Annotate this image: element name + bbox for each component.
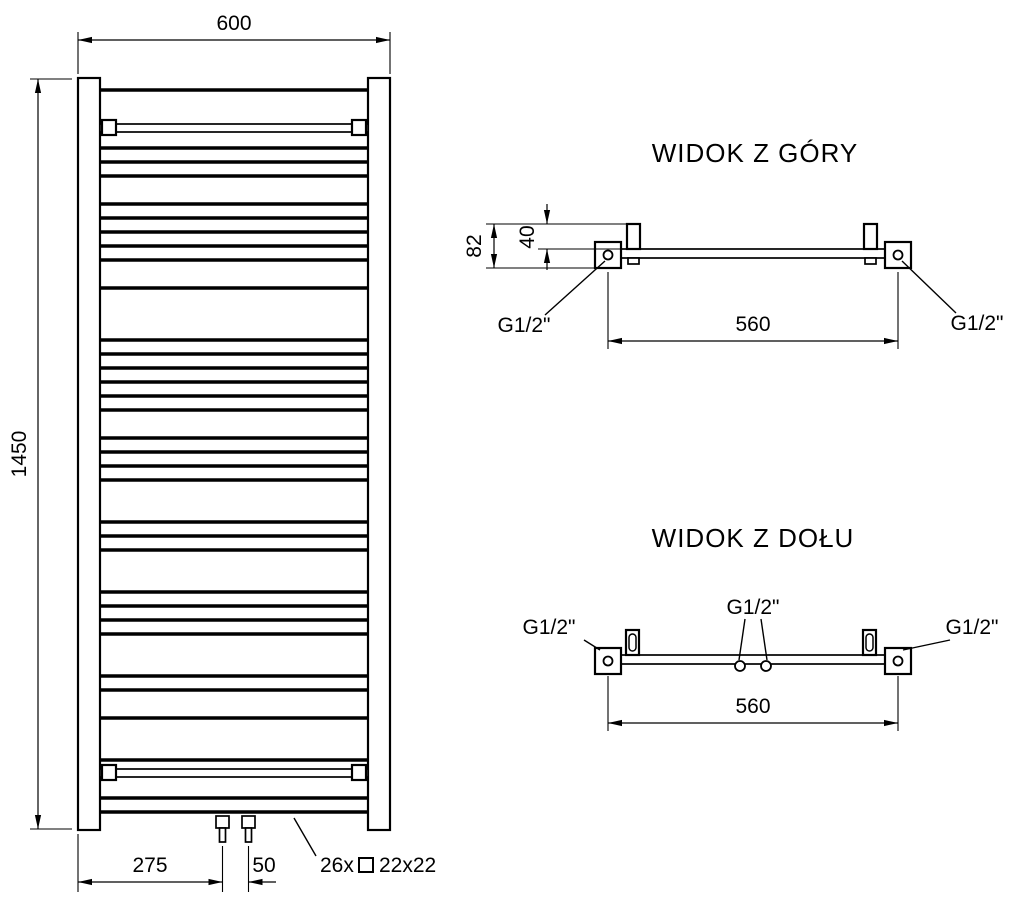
- width-dimension: 600: [77, 12, 391, 74]
- tube-count-label: 26x 22x22: [293, 817, 436, 877]
- bracket-bar: [99, 123, 369, 133]
- top-view: WIDOK Z GÓRY 82 40 G1/2": [463, 138, 1003, 349]
- total-depth-dimension: 82: [463, 223, 627, 269]
- stub-pipe-left: [218, 827, 227, 843]
- height-value: 1450: [8, 431, 31, 478]
- connection-hole-left: [602, 249, 614, 261]
- bracket-clip-left: [100, 763, 118, 782]
- pipe-spacing-dimension: 50: [247, 846, 276, 892]
- bracket-foot-left: [627, 257, 640, 265]
- top-view-title: WIDOK Z GÓRY: [652, 138, 859, 168]
- connection-spacing-value: 560: [735, 313, 770, 336]
- radiator-rungs: [99, 88, 369, 814]
- bottom-view: WIDOK Z DOŁU G1/2" G1/2" G1/2": [523, 523, 999, 731]
- width-value: 600: [216, 12, 251, 35]
- connection-hole-right: [892, 655, 904, 667]
- bottom-connection-stubs: [215, 815, 256, 843]
- connection-hole-left: [602, 655, 614, 667]
- height-dimension: 1450: [8, 78, 72, 830]
- top-mounting-bracket: [99, 118, 369, 137]
- top-view-body: [593, 222, 913, 270]
- tube-profile-value: 22x22: [379, 854, 436, 877]
- collector-right: [883, 646, 913, 676]
- left-rail: [76, 76, 102, 832]
- thread-value: G1/2": [523, 616, 576, 639]
- pipe-offset-value: 275: [132, 854, 167, 877]
- bracket-clip-left: [100, 118, 118, 137]
- stub-valve-right: [241, 815, 256, 829]
- pipe-spacing-value: 50: [252, 854, 275, 877]
- thread-value: G1/2": [727, 596, 780, 619]
- bracket-depth-value: 40: [516, 225, 539, 248]
- connection-hole-right: [892, 249, 904, 261]
- thread-value: G1/2": [951, 312, 1004, 335]
- bottom-mounting-bracket: [99, 763, 369, 782]
- thread-label-bottom-left: G1/2": [523, 616, 601, 651]
- bracket-slot-right: [865, 633, 874, 652]
- bottom-view-title: WIDOK Z DOŁU: [652, 523, 855, 553]
- total-depth-value: 82: [463, 234, 486, 257]
- thread-label-top-left: G1/2": [498, 260, 606, 337]
- stub-valve-left: [215, 815, 230, 829]
- wall-bracket-right: [862, 222, 879, 251]
- bracket-clip-right: [350, 763, 368, 782]
- wall-bracket-left: [625, 222, 642, 251]
- thread-label-bottom-right: G1/2": [902, 616, 999, 651]
- connection-spacing-dimension-bottom: 560: [607, 676, 899, 731]
- right-rail: [366, 76, 392, 832]
- connection-spacing-value: 560: [735, 695, 770, 718]
- tube-count-value: 26x: [320, 854, 354, 877]
- bracket-slot-left: [628, 633, 637, 652]
- bottom-view-body: [593, 628, 913, 676]
- bracket-depth-dimension: 40: [516, 204, 621, 270]
- stub-pipe-right: [244, 827, 253, 843]
- front-view: 600 1450 275 50 26x 22x22: [8, 12, 436, 892]
- square-profile-icon: [358, 857, 374, 873]
- thread-label-bottom-center: G1/2": [727, 596, 780, 661]
- center-connection-right: [760, 660, 772, 672]
- center-connection-left: [734, 660, 746, 672]
- bracket-foot-right: [864, 257, 877, 265]
- pipe-offset-dimension: 275: [77, 834, 224, 892]
- thread-label-top-right: G1/2": [901, 260, 1004, 335]
- radiator-body-top: [620, 248, 886, 259]
- connection-spacing-dimension-top: 560: [607, 272, 899, 349]
- thread-value: G1/2": [946, 616, 999, 639]
- bracket-clip-right: [350, 118, 368, 137]
- radiator-body-bottom: [620, 654, 886, 665]
- bracket-bar: [99, 768, 369, 778]
- thread-value: G1/2": [498, 314, 551, 337]
